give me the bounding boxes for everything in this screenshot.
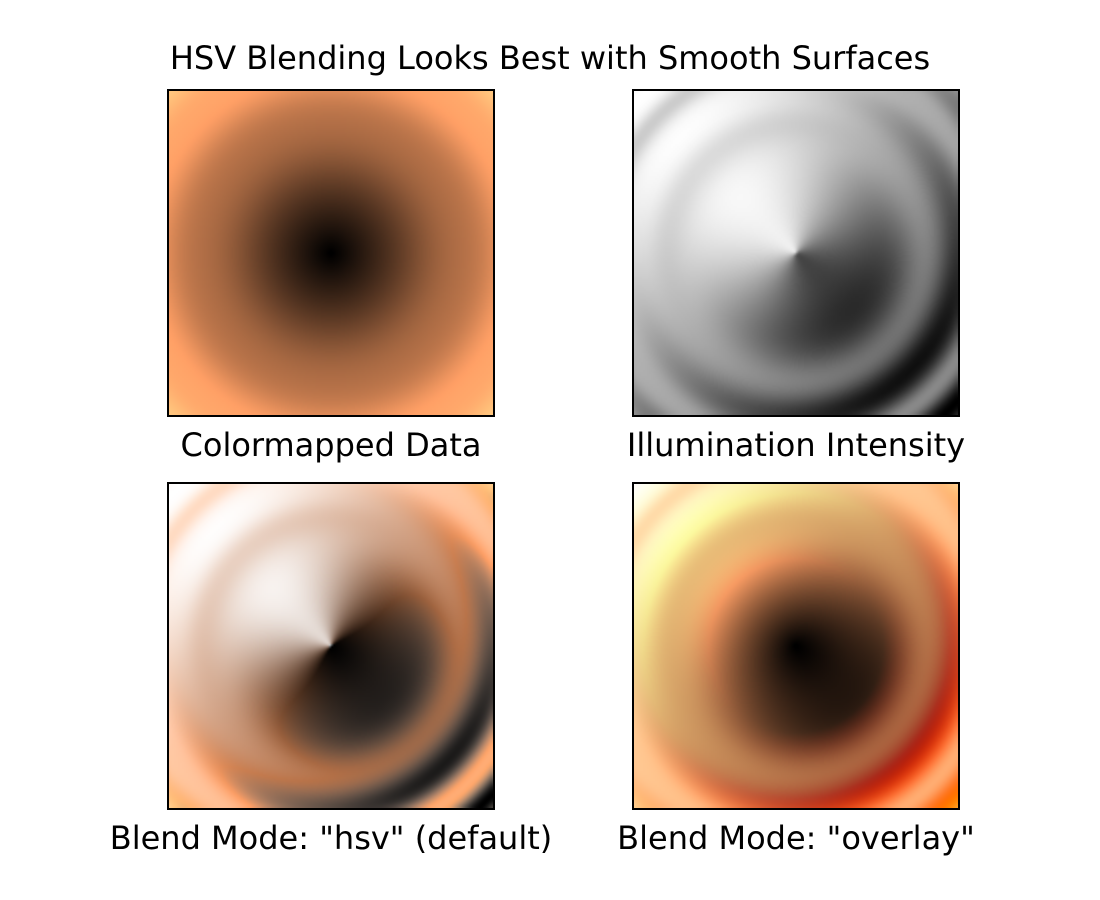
figure-title: HSV Blending Looks Best with Smooth Surf… [169,39,931,77]
blend-overlay-title: Blend Mode: "overlay" [617,819,975,857]
colormapped-data-canvas [169,91,493,415]
blend-overlay-image [632,482,960,810]
blend-hsv-title: Blend Mode: "hsv" (default) [109,819,553,857]
illumination-intensity-image [632,89,960,417]
blend-hsv-image [167,482,495,810]
illumination-intensity-title: Illumination Intensity [626,426,966,464]
blend-overlay-canvas [634,484,958,808]
colormapped-data-title: Colormapped Data [180,426,482,464]
colormapped-data-image [167,89,495,417]
illumination-intensity-canvas [634,91,958,415]
blend-hsv-canvas [169,484,493,808]
